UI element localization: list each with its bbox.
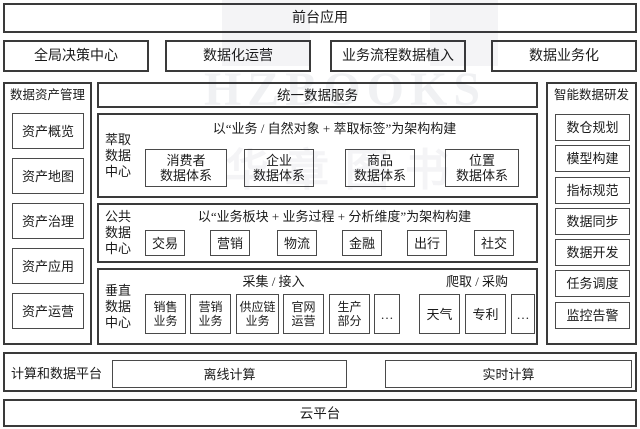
section-label: 公共 数据 中心 [105, 205, 137, 261]
source-box-official-site: 官网 运营 [283, 294, 324, 334]
section-label: 萃取 数据 中心 [105, 115, 137, 196]
app-box-data-operation: 数据化运营 [165, 40, 311, 72]
offline-compute-box: 离线计算 [112, 360, 347, 388]
box-line: 生产 [337, 300, 362, 314]
box-line: 商品 [366, 153, 393, 168]
section-label-line: 中心 [105, 314, 132, 330]
box-line: 企业 [265, 153, 292, 168]
section-label-line: 公共 [105, 209, 132, 224]
left-panel-data-asset-management: 数据资产管理 资产概览 资产地图 资产治理 资产应用 资产运营 [3, 82, 92, 345]
source-box-sales: 销售 业务 [145, 294, 186, 334]
section-caption: 以“业务板块 + 业务过程 + 分析维度”为架构构建 [197, 209, 472, 224]
section-label-line: 垂直 [105, 282, 132, 298]
left-panel-title: 数据资产管理 [9, 88, 85, 102]
section-label-line: 数据 [105, 225, 132, 240]
data-system-box-consumer: 消费者 数据体系 [145, 149, 227, 187]
section-label-line: 中心 [105, 163, 132, 179]
asset-item-governance: 资产治理 [12, 203, 84, 239]
domain-box-logistics: 物流 [277, 230, 317, 256]
section-caption: 以“业务 / 自然对象 + 萃取标签”为架构构建 [212, 121, 457, 136]
section-label: 垂直 数据 中心 [105, 270, 137, 343]
source-box-supply-chain: 供应链 业务 [236, 294, 279, 334]
domain-box-finance: 金融 [342, 230, 382, 256]
app-box-data-businessization: 数据业务化 [491, 40, 637, 72]
dev-item-warehouse-planning: 数仓规划 [555, 114, 630, 141]
box-line: 消费者 [166, 153, 206, 168]
group-caption-crawl: 爬取 / 采购 [445, 274, 509, 289]
box-line: 数据体系 [455, 168, 508, 183]
cloud-platform-box: 云平台 [3, 399, 637, 427]
box-line: 数据体系 [159, 168, 212, 183]
compute-platform-label: 计算和数据平台 [11, 366, 103, 381]
section-public-data-center: 公共 数据 中心 以“业务板块 + 业务过程 + 分析维度”为架构构建 交易 营… [97, 203, 538, 263]
compute-data-platform-box: 计算和数据平台 离线计算 实时计算 [3, 352, 637, 392]
section-label-line: 萃取 [105, 131, 132, 147]
source-box-production: 生产 部分 [329, 294, 370, 334]
crawl-box-patent: 专利 [465, 294, 506, 334]
asset-item-overview: 资产概览 [12, 113, 84, 149]
domain-box-social: 社交 [474, 230, 514, 256]
dev-item-model-building: 模型构建 [555, 145, 630, 172]
right-panel-smart-data-dev: 智能数据研发 数仓规划 模型构建 指标规范 数据同步 数据开发 任务调度 监控告… [546, 82, 637, 345]
unified-data-service-header: 统一数据服务 [97, 82, 538, 108]
section-label-line: 数据 [105, 147, 132, 163]
crawl-box-ellipsis: … [511, 294, 535, 334]
app-box-process-embed: 业务流程数据植入 [330, 40, 466, 72]
data-system-box-enterprise: 企业 数据体系 [244, 149, 314, 187]
box-line: 销售 [153, 300, 178, 314]
box-line: 位置 [468, 153, 495, 168]
source-box-marketing: 营销 业务 [190, 294, 231, 334]
section-label-line: 中心 [105, 241, 132, 256]
box-line: 营销 [198, 300, 223, 314]
data-system-box-location: 位置 数据体系 [445, 149, 519, 187]
box-line: 数据体系 [252, 168, 305, 183]
dev-item-monitor-alert: 监控告警 [555, 302, 630, 329]
data-system-box-commodity: 商品 数据体系 [345, 149, 415, 187]
group-caption-collect: 采集 / 接入 [242, 274, 305, 289]
box-line: 部分 [337, 314, 362, 328]
section-extraction-data-center: 萃取 数据 中心 以“业务 / 自然对象 + 萃取标签”为架构构建 消费者 数据… [97, 113, 538, 198]
front-app-box: 前台应用 [3, 3, 637, 33]
dev-item-data-develop: 数据开发 [555, 239, 630, 266]
box-line: 业务 [198, 314, 223, 328]
app-box-global-decision: 全局决策中心 [3, 40, 149, 72]
box-line: 业务 [245, 314, 270, 328]
box-line: 官网 [291, 300, 316, 314]
asset-item-operation: 资产运营 [12, 293, 84, 329]
domain-box-travel: 出行 [407, 230, 447, 256]
source-box-ellipsis: … [374, 294, 400, 334]
domain-box-marketing: 营销 [210, 230, 250, 256]
dev-item-indicator-spec: 指标规范 [555, 177, 630, 204]
asset-item-map: 资产地图 [12, 158, 84, 194]
dev-item-task-scheduling: 任务调度 [555, 270, 630, 297]
asset-item-application: 资产应用 [12, 248, 84, 284]
crawl-box-weather: 天气 [419, 294, 460, 334]
box-line: 数据体系 [353, 168, 406, 183]
box-line: 业务 [153, 314, 178, 328]
section-vertical-data-center: 垂直 数据 中心 采集 / 接入 爬取 / 采购 销售 业务 营销 业务 供应链… [97, 268, 538, 345]
domain-box-trade: 交易 [145, 230, 185, 256]
right-panel-title: 智能数据研发 [553, 88, 629, 102]
realtime-compute-box: 实时计算 [385, 360, 632, 388]
box-line: 供应链 [239, 300, 276, 314]
section-label-line: 数据 [105, 298, 132, 314]
box-line: 运营 [291, 314, 316, 328]
dev-item-data-sync: 数据同步 [555, 208, 630, 235]
